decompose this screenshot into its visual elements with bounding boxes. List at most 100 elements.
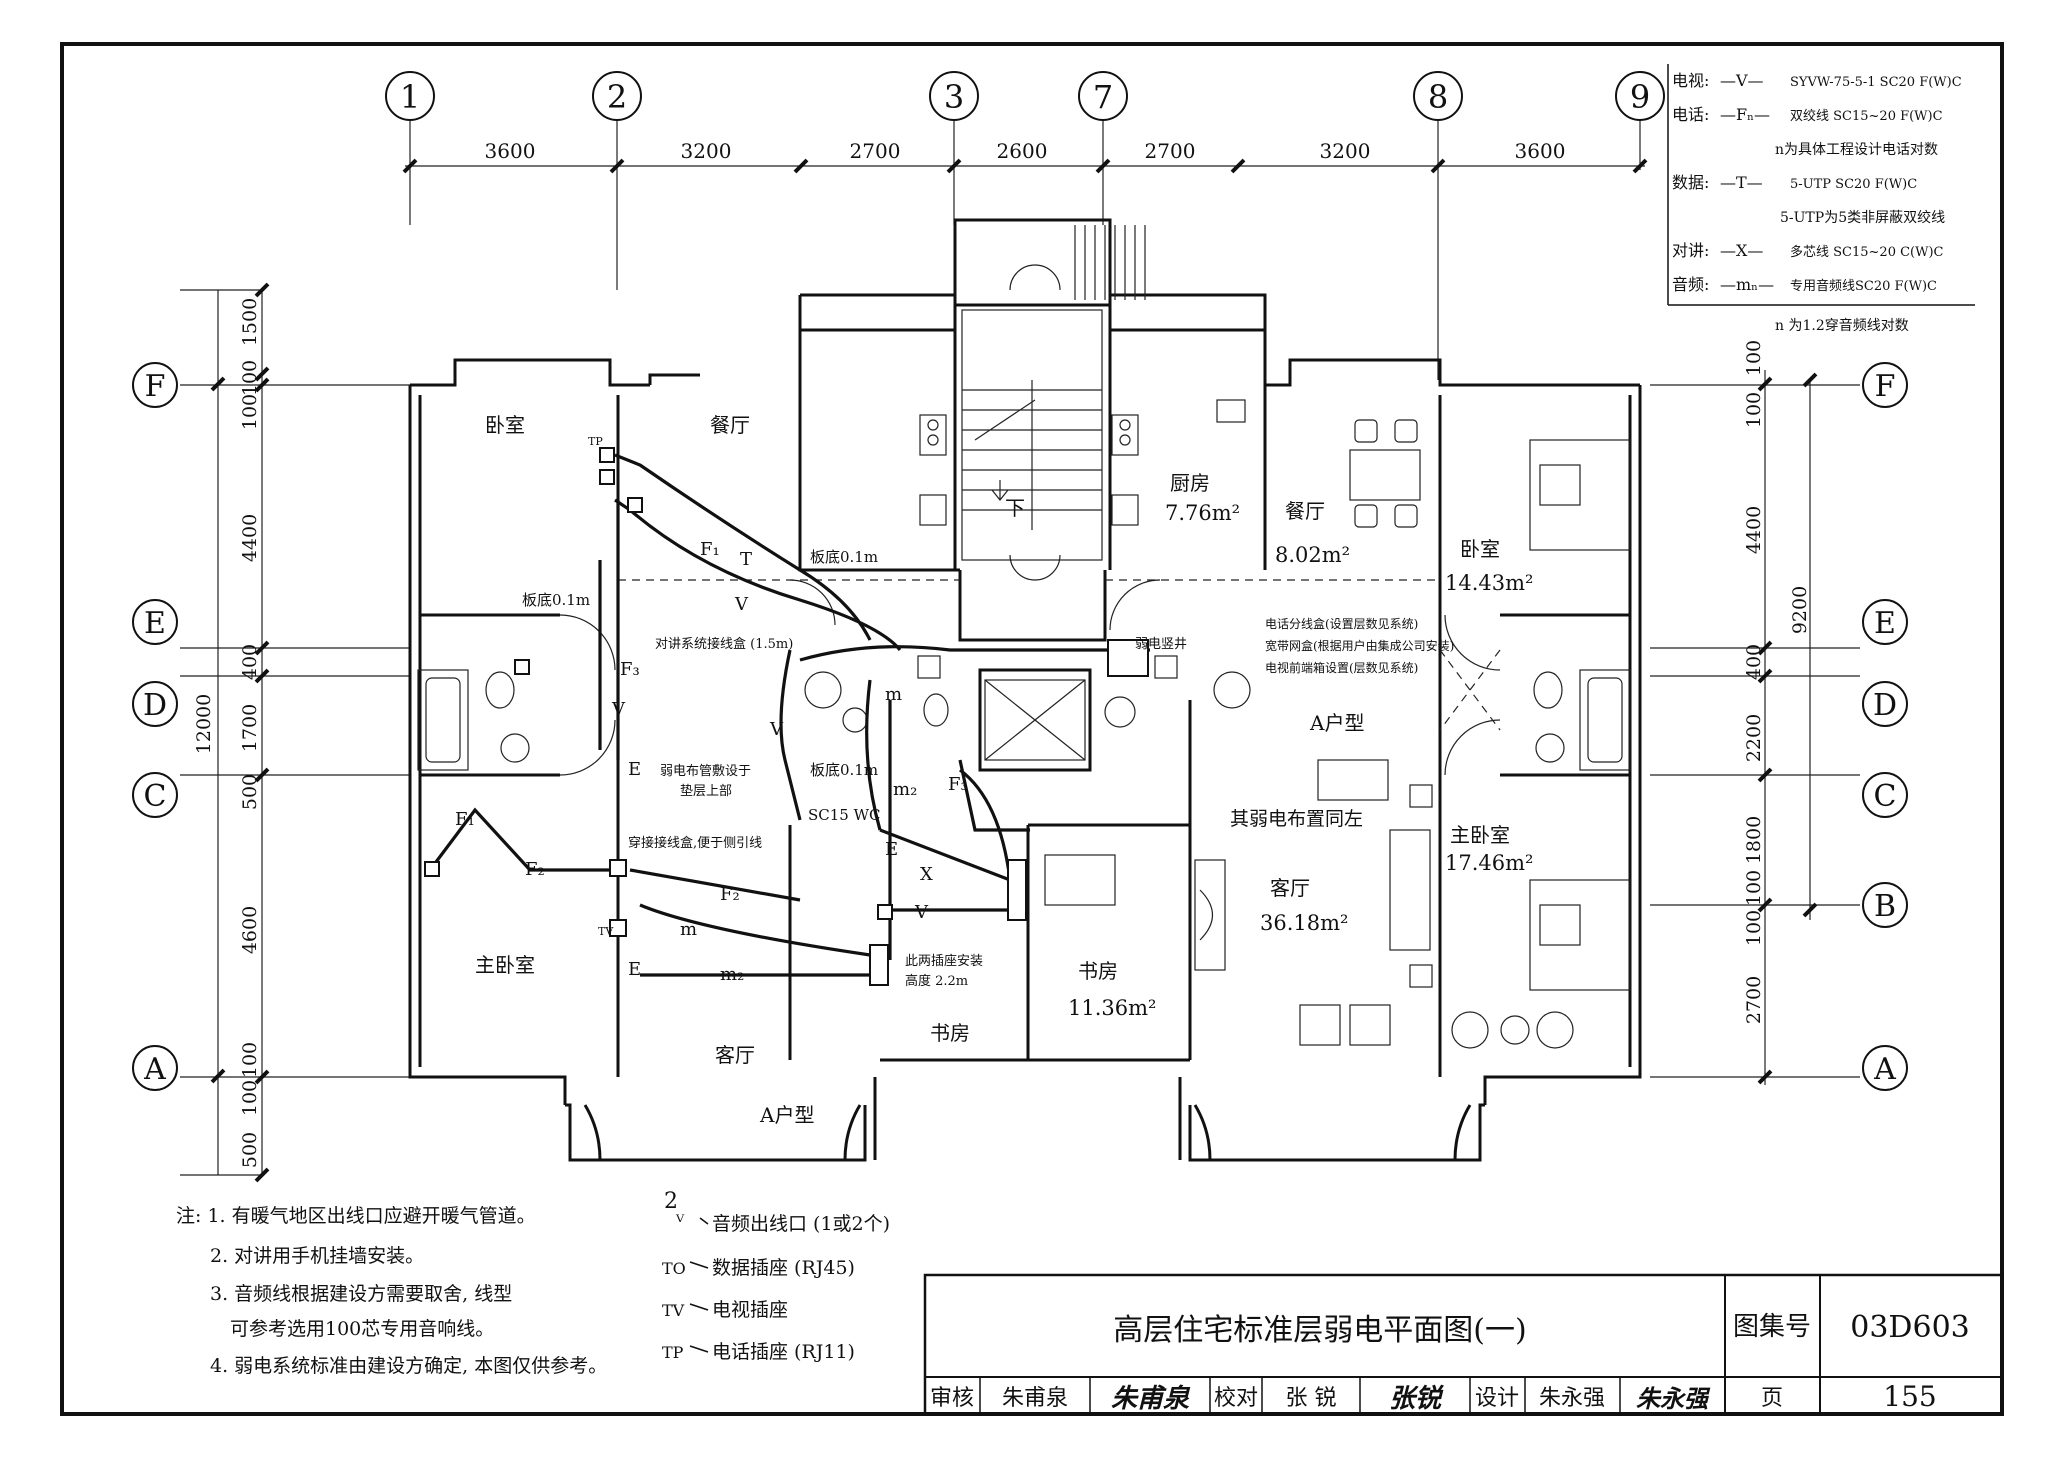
note-weak-pipe: 弱电布管敷设于 — [660, 764, 751, 779]
designer-signature: 朱永强 — [1636, 1384, 1711, 1413]
label-m2: m₂ — [720, 964, 744, 985]
symbol-data-icon: TO — [662, 1259, 686, 1278]
dim-left-8: 4600 — [239, 906, 261, 954]
symbol-tv-label: 电视插座 — [712, 1299, 788, 1321]
dim-left-10: 100 — [239, 1080, 261, 1116]
bathroom-fixtures — [417, 655, 1631, 771]
legend-phone-label: 电话: — [1672, 105, 1709, 124]
reviewer-name: 朱甫泉 — [1002, 1386, 1068, 1411]
axis-label-top-6: 9 — [1630, 78, 1650, 116]
room-kitchen-area: 7.76m² — [1165, 501, 1240, 525]
symbol-phone-icon: TP — [662, 1343, 684, 1362]
note-phone-box: 电话分线盒(设置层数见系统) — [1265, 616, 1418, 631]
dim-left-2: 100 — [239, 360, 261, 396]
room-right-master: 主卧室 — [1450, 823, 1510, 847]
symbol-audio-icon: ⱽ — [675, 1212, 685, 1233]
label-e2: E — [628, 759, 641, 780]
label-f1b: F₁ — [455, 809, 475, 830]
label-v3: V — [914, 902, 929, 923]
legend-phone-spec: 双绞线 SC15~20 F(W)C — [1790, 108, 1943, 124]
dim-right-total: 9200 — [1789, 586, 1811, 634]
dim-right-1: 100 — [1743, 340, 1765, 376]
cable-runs — [428, 453, 1150, 977]
room-right-dining-area: 8.02m² — [1275, 543, 1350, 567]
label-f1: F₁ — [700, 539, 720, 560]
drawing-title: 高层住宅标准层弱电平面图(一) — [1113, 1313, 1526, 1348]
room-kitchen: 厨房 — [1170, 471, 1210, 495]
label-v2: V — [611, 699, 626, 720]
dim-left-1: 1500 — [239, 298, 261, 346]
axis-label-top-1: 1 — [400, 78, 420, 116]
dim-top-3: 2700 — [850, 139, 901, 163]
room-left-type: A户型 — [759, 1103, 814, 1127]
dim-top-2: 3200 — [681, 139, 732, 163]
legend-tv-code: —V— — [1720, 71, 1764, 90]
dim-left-total: 12000 — [193, 694, 215, 754]
review-label: 审核 — [930, 1386, 974, 1411]
axis-bubbles-right: F E D C B A — [1862, 362, 1908, 1091]
checker-signature: 张锐 — [1389, 1384, 1444, 1414]
dim-top-7: 3600 — [1515, 139, 1566, 163]
legend-tv-label: 电视: — [1672, 71, 1709, 90]
room-right-bedroom: 卧室 — [1460, 537, 1500, 561]
legend-tv-spec: SYVW-75-5-1 SC20 F(W)C — [1790, 75, 1962, 90]
axis-label-left-d: D — [143, 688, 167, 723]
axis-label-right-f: F — [1875, 369, 1896, 404]
furniture — [1044, 419, 1631, 1049]
page-number: 155 — [1883, 1380, 1936, 1413]
axis-label-top-3: 3 — [944, 78, 964, 116]
note-socket: 此两插座安装 — [905, 954, 983, 969]
room-right-living: 客厅 — [1270, 876, 1310, 900]
dim-right-6: 1800 — [1743, 816, 1765, 864]
note-board-bottom-3: 板底0.1m — [810, 761, 878, 779]
room-right-type: A户型 — [1309, 711, 1364, 735]
label-f2b: F₂ — [720, 884, 740, 905]
note-line-5: 4. 弱电系统标准由建设方确定, 本图仅供参考。 — [210, 1355, 607, 1377]
axis-label-top-4: 7 — [1093, 78, 1113, 116]
dim-top-1: 3600 — [485, 139, 536, 163]
symbol-phone-label: 电话插座 (RJ11) — [712, 1341, 855, 1363]
room-left-dining: 餐厅 — [710, 413, 750, 437]
atlas-number: 03D603 — [1850, 1310, 1970, 1345]
dim-top-4: 2600 — [997, 139, 1048, 163]
symbol-audio-mark: 2 — [664, 1189, 678, 1214]
general-notes: 注: 1. 有暖气地区出线口应避开暖气管道。 2. 对讲用手机挂墙安装。 3. … — [176, 1205, 607, 1377]
label-e3: E — [628, 959, 641, 980]
label-m2b: m₂ — [893, 779, 917, 800]
symbol-data-label: 数据插座 (RJ45) — [712, 1257, 855, 1279]
axis-label-right-b: B — [1874, 889, 1896, 924]
checker-name: 张 锐 — [1286, 1386, 1337, 1411]
dim-top-6: 3200 — [1320, 139, 1371, 163]
kitchen-fixtures — [919, 399, 1246, 526]
label-t: T — [740, 549, 752, 570]
label-v4: V — [769, 719, 784, 740]
reviewer-signature: 朱甫泉 — [1111, 1384, 1191, 1414]
doors — [559, 264, 1501, 776]
label-tv: TV — [598, 925, 614, 938]
legend-data-spec: 5-UTP SC20 F(W)C — [1790, 177, 1917, 192]
dim-right-8: 100 — [1743, 910, 1765, 946]
legend-audio-label: 音频: — [1672, 275, 1709, 294]
dim-left-5: 400 — [239, 644, 261, 680]
room-study-area: 11.36m² — [1068, 996, 1156, 1020]
legend-intercom-spec: 多芯线 SC15~20 C(W)C — [1790, 244, 1944, 260]
title-block: 高层住宅标准层弱电平面图(一) 图集号 03D603 审核 朱甫泉 朱甫泉 校对… — [923, 1273, 2004, 1416]
designer-name: 朱永强 — [1539, 1386, 1605, 1411]
design-label: 设计 — [1475, 1386, 1519, 1411]
symbol-audio-label: 音频出线口 (1或2个) — [712, 1213, 890, 1235]
legend-intercom-label: 对讲: — [1672, 241, 1709, 260]
axis-label-top-2: 2 — [607, 78, 627, 116]
axis-label-right-c: C — [1874, 779, 1897, 814]
note-board-bottom-2: 板底0.1m — [810, 548, 878, 566]
dim-right-7: 100 — [1743, 870, 1765, 906]
axis-bubbles-top: 1 2 3 7 8 9 — [385, 71, 1665, 121]
legend-data-note: 5-UTP为5类非屏蔽双绞线 — [1780, 209, 1945, 226]
atlas-label: 图集号 — [1733, 1312, 1811, 1342]
axis-label-left-a: A — [143, 1052, 166, 1087]
junction-boxes — [424, 447, 1149, 986]
room-left-master: 主卧室 — [475, 953, 535, 977]
dim-right-5: 2200 — [1743, 714, 1765, 762]
legend-data-label: 数据: — [1672, 173, 1709, 192]
dim-right-9: 2700 — [1743, 976, 1765, 1024]
